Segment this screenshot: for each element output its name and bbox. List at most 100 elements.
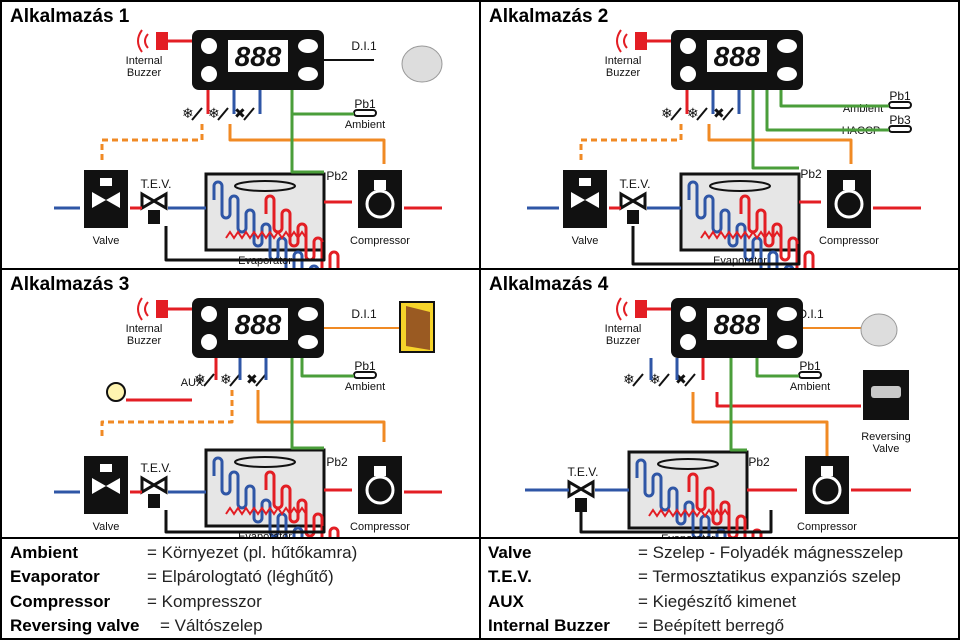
wire [228,124,386,164]
valve-icon [100,178,112,186]
wire [164,510,326,534]
legend-term: Ambient [10,543,78,562]
controller-display [228,308,288,340]
buzzer-icon [635,32,647,50]
valve-icon [571,192,599,208]
buzzer-icon [156,300,168,318]
relay-switch-icon [203,373,215,387]
legend-term: T.E.V. [488,567,532,586]
relay-switch-icon [217,107,229,121]
probe-label: Pb1 [889,89,911,103]
probe-label: Pb1 [354,97,376,111]
compressor-box [358,170,402,228]
valve-icon [100,464,112,472]
controller-arrow-button [201,66,217,82]
fan-icon [234,180,296,192]
legend-definition: = Beépített berregő [638,616,785,635]
legend-definition: = Váltószelep [160,616,263,635]
fan-icon [657,458,719,470]
relay-symbol-icon: ❄ [649,371,661,387]
buzzer-icon [635,300,647,318]
evaporator-coil-blue [212,456,304,537]
wire [751,90,799,170]
probe-label: Pb1 [354,359,376,373]
probe-description: Ambient [345,119,385,131]
probe-description: Ambient [345,381,385,393]
relay-switch-icon [722,107,734,121]
compressor-icon [365,475,395,505]
aux-label: AUX [181,377,204,389]
controller-button [298,39,318,53]
buzzer-label: Buzzer [127,67,162,79]
controller-button [298,335,318,349]
tev-label: T.E.V. [141,177,172,191]
buzzer-waves-icon [137,29,149,53]
evaporator-coil-red [264,194,340,268]
buzzer-waves-icon [616,29,628,53]
display-digits: 888 [235,309,282,340]
evaporator-coil-blue [212,180,319,268]
display-digits: 888 [235,41,282,72]
buzzer-label: Buzzer [606,335,641,347]
tev-label: T.E.V. [568,465,599,479]
controller-arrow-button [680,38,696,54]
defrost-heater-icon [648,508,730,518]
relay-symbol-icon: ❄ [208,105,220,121]
legend-term: AUX [488,592,524,611]
controller-display [228,40,288,72]
light-bulb-icon [106,382,126,402]
relay-symbol-icon: ✖ [246,371,258,387]
legend-definition: = Környezet (pl. hűtőkamra) [147,543,358,562]
relay-symbol-icon: ❄ [623,371,635,387]
controller-button [777,39,797,53]
valve-icon [579,178,591,186]
legend-definition: = Szelep - Folyadék mágnesszelep [638,543,904,562]
evaporator-coil-blue [635,458,727,537]
buzzer-label: Internal [605,323,642,335]
legend-term: Compressor [10,592,111,611]
tev-bulb-icon [575,498,587,512]
wire [579,510,773,534]
display-digits: 888 [714,309,761,340]
panel-title: Alkalmazás 4 [489,274,609,295]
relay-symbol-icon: ✖ [234,105,246,121]
probe-label: Pb2 [748,455,770,469]
defrost-heater-icon [700,230,782,240]
probe-label: Pb1 [799,359,821,373]
reversing-valve-label: Reversing [861,431,911,443]
evaporator-coil-red [739,194,815,268]
digital-input-label: D.I.1 [351,39,377,53]
compressor-label: Compressor [797,521,857,533]
relay-switch-icon [684,373,696,387]
probe-label: Pb2 [800,167,822,181]
compressor-icon [812,475,842,505]
compressor-icon [374,180,386,190]
compressor-label: Compressor [819,235,879,247]
compressor-icon [843,180,855,190]
wire [779,90,889,108]
legend-definition: = Termosztatikus expanziós szelep [638,567,901,586]
defrost-heater-icon [225,506,307,516]
door-switch-icon [860,313,898,347]
schematic-app-2: InternalBuzzer888Pb1AmbientPb3HACCP❄❄✖Va… [527,29,921,268]
relay-switch-icon [670,107,682,121]
probe-label: Pb2 [326,455,348,469]
panel-title: Alkalmazás 2 [489,6,609,27]
relay-symbol-icon: ❄ [687,105,699,121]
controller-arrow-button [680,334,696,350]
panel-title: Alkalmazás 3 [10,274,130,295]
legend-term: Evaporator [10,567,100,586]
controller-button [298,67,318,81]
tev-icon [140,191,168,211]
relay-switch-icon [658,373,670,387]
valve-label: Valve [93,521,120,533]
buzzer-waves-icon [137,297,149,321]
relay-switch-icon [229,373,241,387]
controller-button [298,307,318,321]
tev-icon [567,479,595,499]
controller-button [777,307,797,321]
